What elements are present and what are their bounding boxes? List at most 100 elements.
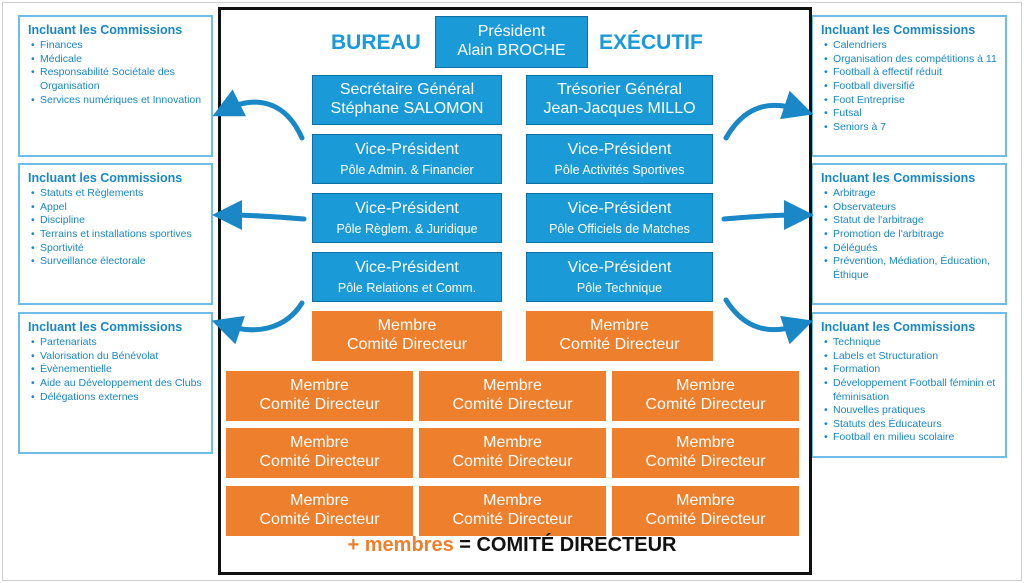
- commission-item: Services numériques et Innovation: [31, 94, 205, 108]
- commissions-list: FinancesMédicaleResponsabilité Sociétale…: [28, 39, 205, 107]
- member-box: Membre Comité Directeur: [419, 371, 606, 421]
- vp-technique: Vice-Président Pôle Technique: [526, 252, 713, 302]
- member-line2: Comité Directeur: [645, 396, 766, 413]
- vp-title: Vice-Président: [567, 199, 672, 217]
- member-line1: Membre: [483, 434, 542, 452]
- commissions-officiels-matches: Incluant les Commissions ArbitrageObserv…: [811, 163, 1007, 305]
- commission-item: Promotion de l'arbitrage: [824, 228, 999, 242]
- commission-item: Partenariats: [31, 336, 205, 350]
- member-box: Membre Comité Directeur: [526, 311, 713, 361]
- footer-caption: + membres = COMITÉ DIRECTEUR: [0, 534, 1024, 557]
- commission-item: Labels et Structuration: [824, 350, 999, 364]
- commission-item: Appel: [31, 201, 205, 215]
- footer-comite-directeur: = COMITÉ DIRECTEUR: [453, 534, 677, 556]
- commission-item: Foot Entreprise: [824, 94, 999, 108]
- commission-item: Délégations externes: [31, 391, 205, 405]
- commission-item: Sportivité: [31, 242, 205, 256]
- commissions-admin-financier: Incluant les Commissions FinancesMédical…: [18, 15, 213, 157]
- commissions-list: ArbitrageObservateursStatut de l'arbitra…: [821, 187, 999, 282]
- vp-pole: Pôle Technique: [576, 280, 663, 295]
- member-box: Membre Comité Directeur: [419, 486, 606, 536]
- member-line1: Membre: [676, 434, 735, 452]
- commission-item: Valorisation du Bénévolat: [31, 350, 205, 364]
- member-box: Membre Comité Directeur: [226, 486, 413, 536]
- vp-title: Vice-Président: [355, 199, 459, 217]
- commission-item: Discipline: [31, 214, 205, 228]
- commission-item: Nouvelles pratiques: [824, 404, 999, 418]
- arrow-left-bottom: [211, 300, 305, 345]
- commission-item: Statuts et Règlements: [31, 187, 205, 201]
- header-executif: EXÉCUTIF: [599, 31, 703, 54]
- member-line1: Membre: [377, 317, 437, 335]
- member-line2: Comité Directeur: [559, 336, 680, 353]
- commission-item: Statuts des Éducateurs: [824, 418, 999, 432]
- member-line2: Comité Directeur: [346, 336, 468, 353]
- commission-item: Délégués: [824, 242, 999, 256]
- vp-activites-sportives: Vice-Président Pôle Activités Sportives: [526, 134, 713, 184]
- commission-item: Médicale: [31, 53, 205, 67]
- vp-title: Vice-Président: [355, 140, 459, 158]
- commission-item: Formation: [824, 363, 999, 377]
- commissions-relations-comm: Incluant les Commissions PartenariatsVal…: [18, 312, 213, 454]
- member-box: Membre Comité Directeur: [612, 486, 799, 536]
- member-line2: Comité Directeur: [452, 453, 573, 470]
- commission-item: Développement Football féminin et fémini…: [824, 377, 999, 404]
- arrow-right-middle: [721, 200, 814, 231]
- member-box: Membre Comité Directeur: [612, 371, 799, 421]
- member-line2: Comité Directeur: [259, 396, 380, 413]
- commission-item: Football en milieu scolaire: [824, 431, 999, 445]
- member-line2: Comité Directeur: [645, 511, 766, 528]
- member-line1: Membre: [483, 377, 542, 395]
- member-line2: Comité Directeur: [645, 453, 766, 470]
- member-box: Membre Comité Directeur: [226, 371, 413, 421]
- vp-pole: Pôle Relations et Comm.: [337, 280, 477, 295]
- secretary-title: Secrétaire Général: [339, 81, 475, 99]
- commission-item: Calendriers: [824, 39, 999, 53]
- treasurer-name: Jean-Jacques MILLO: [543, 100, 696, 117]
- commissions-technique: Incluant les Commissions TechniqueLabels…: [811, 312, 1007, 458]
- commission-item: Organisation des compétitions à 11: [824, 53, 999, 67]
- treasurer-box: Trésorier Général Jean-Jacques MILLO: [526, 75, 713, 125]
- vp-title: Vice-Président: [567, 258, 672, 276]
- vp-pole: Pôle Règlem. & Juridique: [336, 221, 478, 236]
- commissions-list: CalendriersOrganisation des compétitions…: [821, 39, 999, 134]
- commission-item: Statut de l'arbitrage: [824, 214, 999, 228]
- member-line1: Membre: [290, 377, 349, 395]
- commission-item: Football à effectif réduit: [824, 66, 999, 80]
- commission-item: Évènementielle: [31, 363, 205, 377]
- arrow-left-middle: [212, 200, 307, 231]
- commissions-activites-sportives: Incluant les Commissions CalendriersOrga…: [811, 15, 1007, 157]
- secretary-name: Stéphane SALOMON: [330, 100, 484, 117]
- member-box: Membre Comité Directeur: [226, 428, 413, 478]
- commission-item: Terrains et installations sportives: [31, 228, 205, 242]
- commission-item: Surveillance électorale: [31, 255, 205, 269]
- member-line1: Membre: [676, 377, 735, 395]
- commission-item: Football diversifié: [824, 80, 999, 94]
- member-line2: Comité Directeur: [452, 511, 573, 528]
- arrow-left-top: [212, 89, 305, 141]
- commissions-list: TechniqueLabels et StructurationFormatio…: [821, 336, 999, 445]
- commissions-title: Incluant les Commissions: [28, 320, 183, 334]
- vp-pole: Pôle Officiels de Matches: [549, 221, 690, 236]
- member-line1: Membre: [676, 492, 735, 510]
- header-bureau: BUREAU: [331, 31, 421, 54]
- commissions-title: Incluant les Commissions: [821, 171, 976, 185]
- vp-title: Vice-Président: [355, 258, 459, 276]
- vp-pole: Pôle Admin. & Financier: [340, 162, 474, 177]
- footer-plus-membres: + membres: [347, 534, 454, 556]
- vp-title: Vice-Président: [567, 140, 672, 158]
- treasurer-title: Trésorier Général: [557, 81, 682, 99]
- arrow-right-top: [723, 90, 814, 141]
- commission-item: Technique: [824, 336, 999, 350]
- vp-admin-financier: Vice-Président Pôle Admin. & Financier: [312, 134, 502, 184]
- commission-item: Aide au Développement des Clubs: [31, 377, 205, 391]
- member-box: Membre Comité Directeur: [612, 428, 799, 478]
- member-line1: Membre: [590, 317, 649, 335]
- member-line1: Membre: [483, 492, 542, 510]
- commission-item: Seniors à 7: [824, 121, 999, 135]
- member-box: Membre Comité Directeur: [312, 311, 502, 361]
- vp-relations-comm: Vice-Président Pôle Relations et Comm.: [312, 252, 502, 302]
- commissions-title: Incluant les Commissions: [28, 23, 183, 37]
